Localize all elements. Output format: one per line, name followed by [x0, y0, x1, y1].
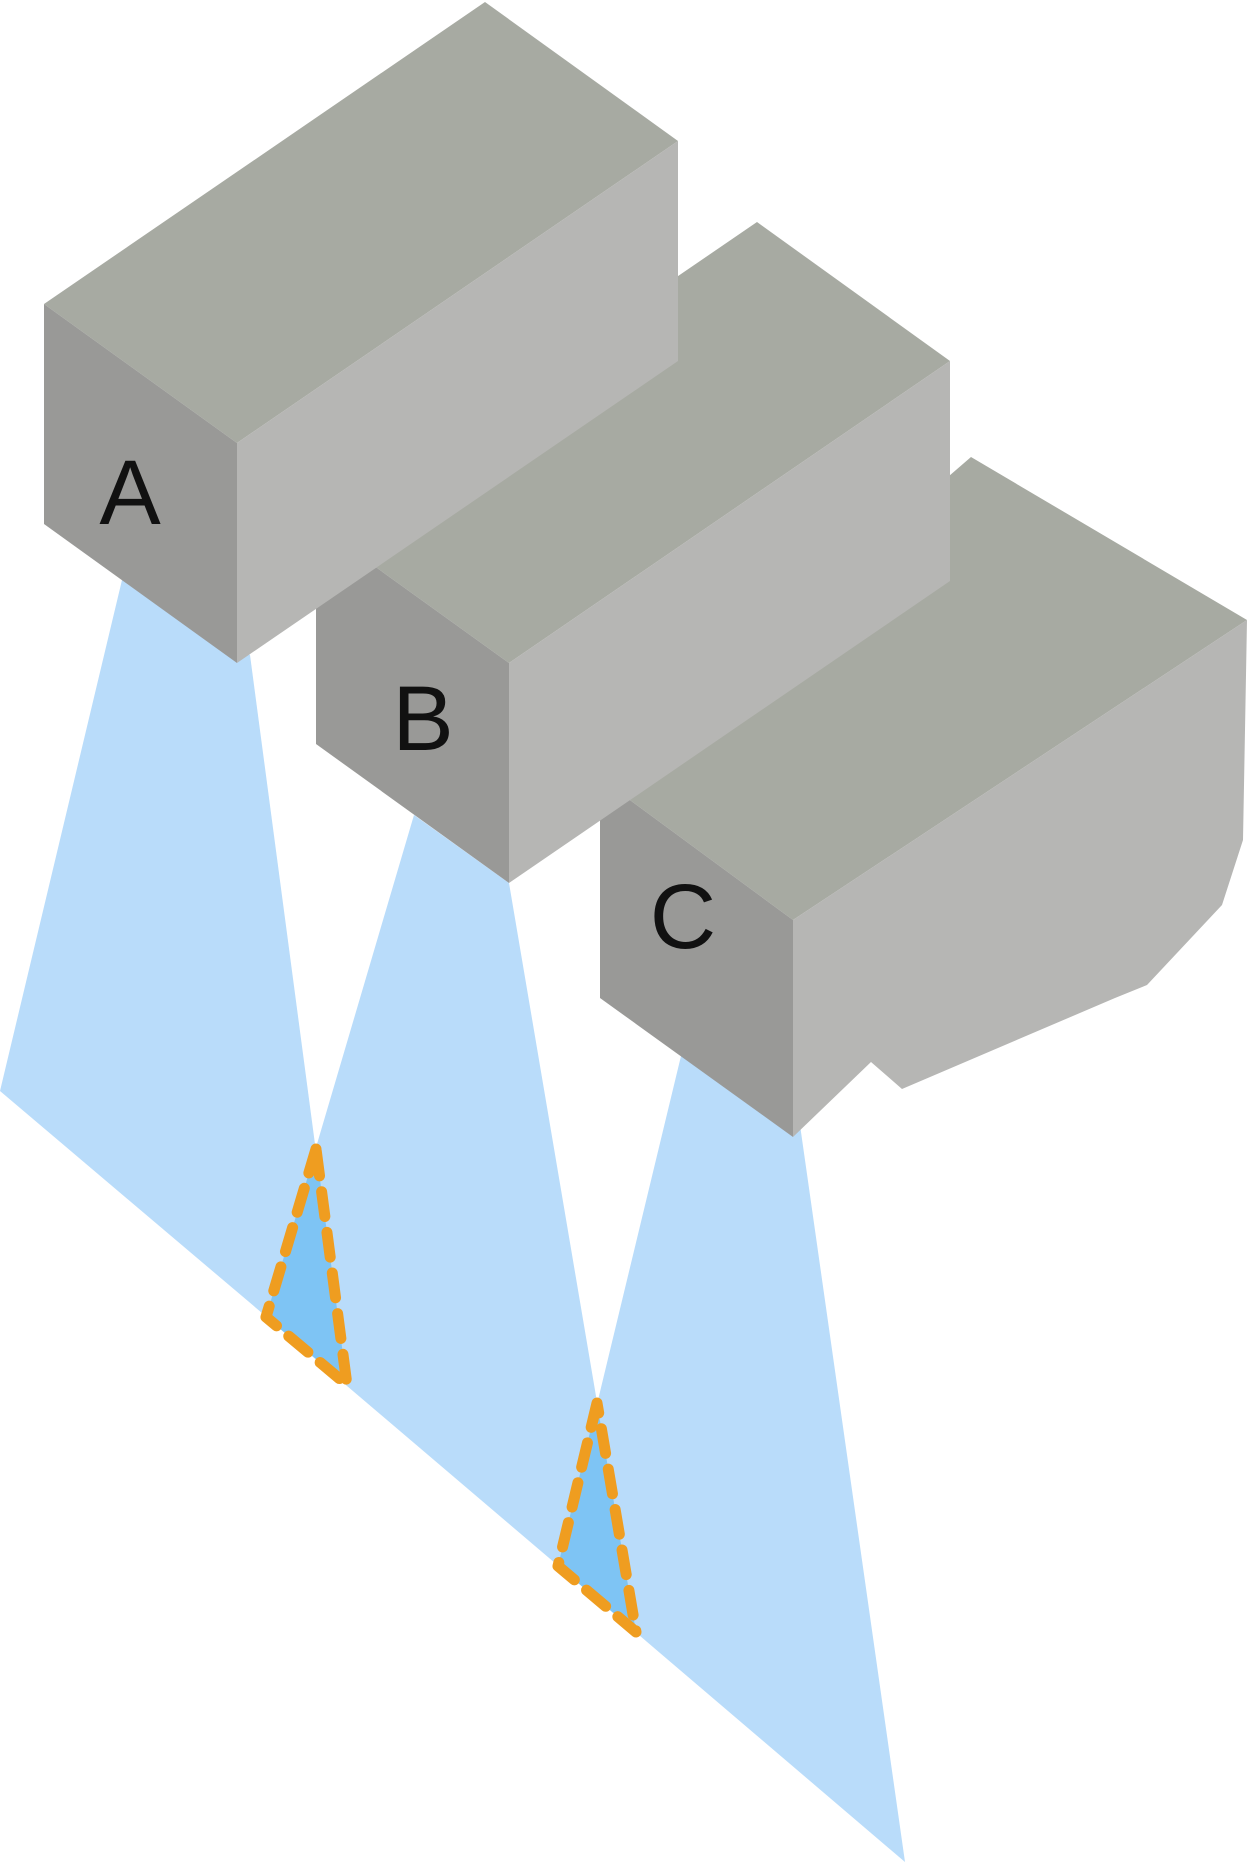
- box-b-label: B: [392, 668, 453, 770]
- box-b-top-face: [316, 222, 950, 663]
- box-c-label: C: [650, 866, 716, 968]
- box-b: [316, 222, 950, 883]
- overlap-outlines-layer: [260, 1143, 642, 1638]
- overlap-bc: [558, 1403, 636, 1632]
- beam-a: [0, 580, 347, 1385]
- box-c-front-face: [600, 778, 793, 1137]
- beam-c: [558, 1056, 905, 1862]
- box-a-side-face: [237, 141, 678, 663]
- box-b-side-face: [509, 361, 950, 883]
- overlap-regions-layer: [266, 1149, 636, 1632]
- box-a-label: A: [99, 442, 161, 544]
- beam-b: [266, 815, 636, 1632]
- overlap-bc-outline: [552, 1397, 642, 1638]
- box-c-side-face: [793, 620, 1247, 1137]
- overlap-ab: [266, 1149, 347, 1385]
- box-c: [600, 457, 1247, 1137]
- box-b-front-face: [316, 524, 509, 883]
- beams-layer: [0, 580, 905, 1862]
- boxes-layer: [44, 2, 1247, 1137]
- overlap-ab-outline: [260, 1143, 353, 1391]
- labels-layer: C B A: [99, 442, 716, 968]
- box-a-front-face: [44, 304, 237, 663]
- box-a: [44, 2, 678, 663]
- box-a-top-face: [44, 2, 678, 443]
- box-c-top-face: [600, 457, 1247, 920]
